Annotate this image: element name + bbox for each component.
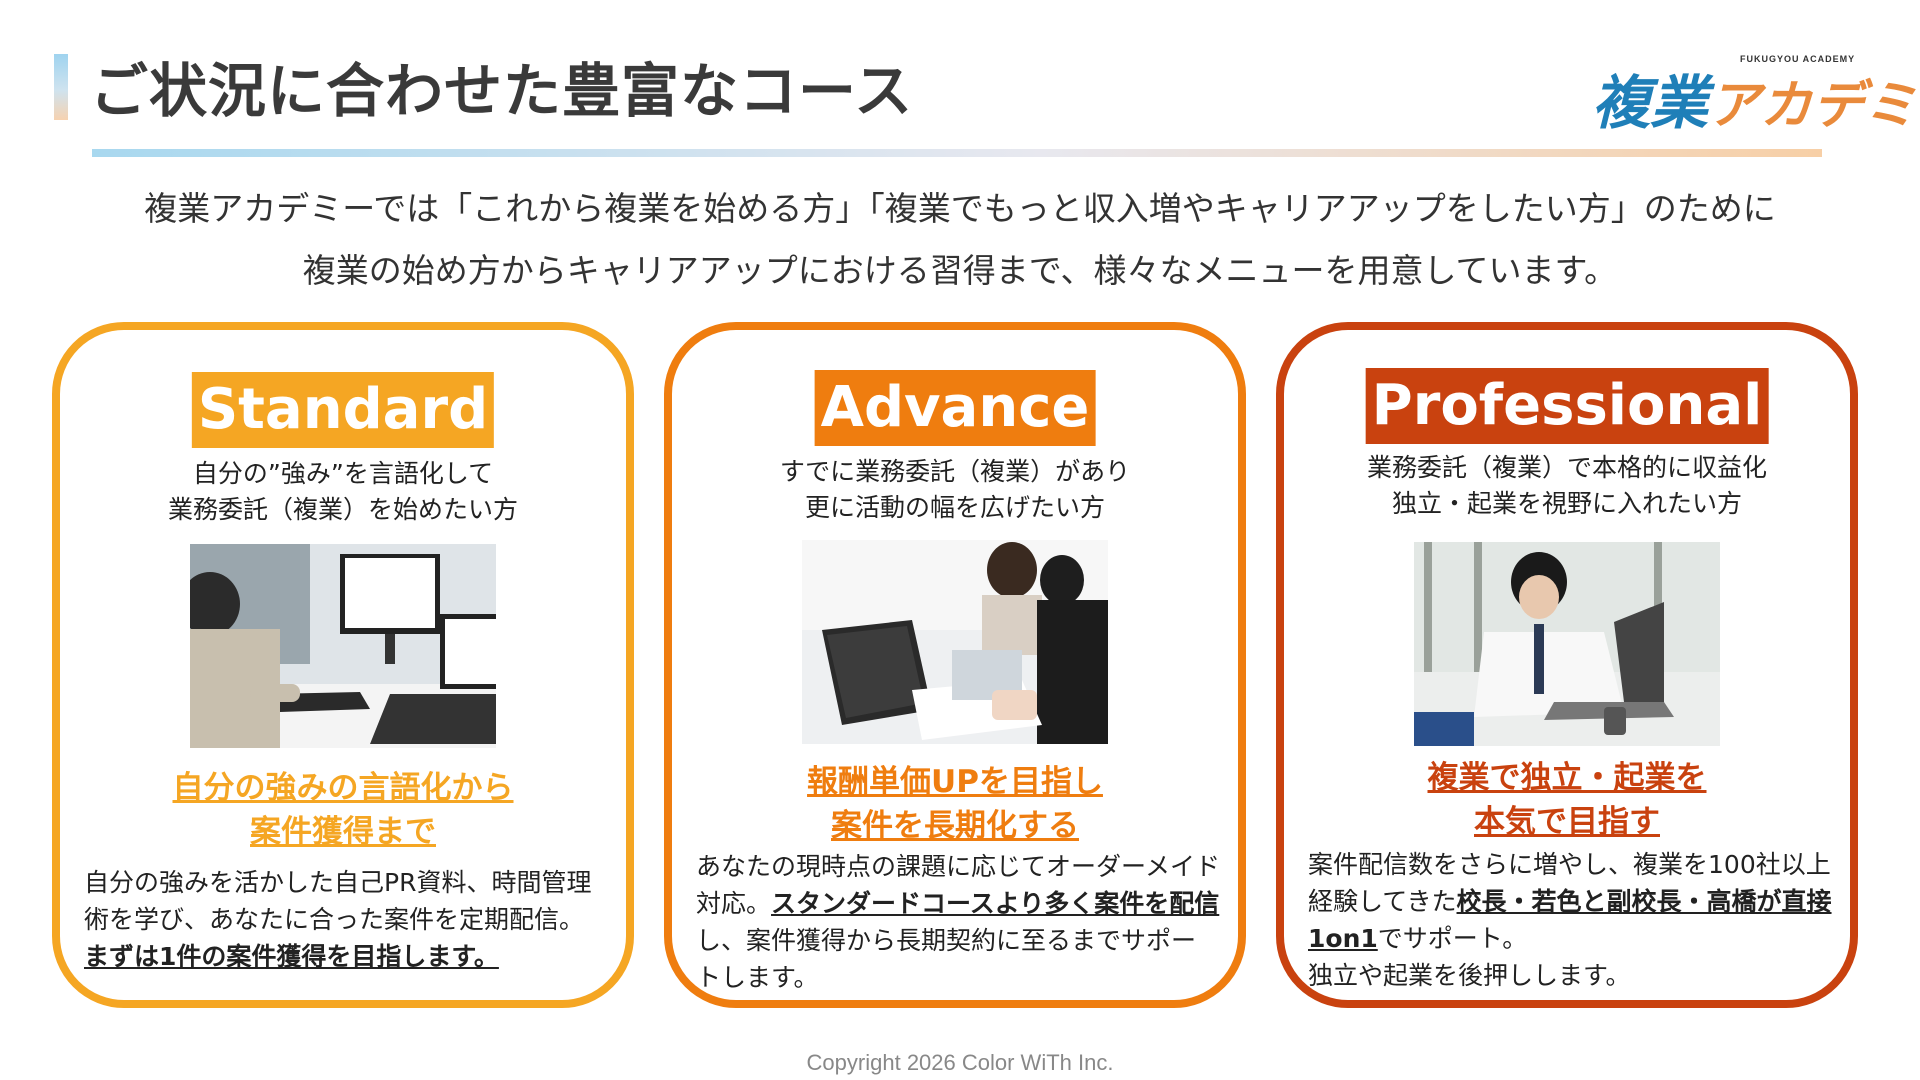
- course-headline-professional: 複業で独立・起業を 本気で目指す: [1284, 756, 1850, 844]
- target-line: 業務委託（複業）で本格的に収益化: [1366, 453, 1767, 482]
- course-target-advance: すでに業務委託（複業）があり 更に活動の幅を広げたい方: [672, 454, 1238, 526]
- intro-line-2: 複業の始め方からキャリアアップにおける習得まで、様々なメニューを用意しています。: [302, 251, 1618, 290]
- course-target-standard: 自分の”強み”を言語化して 業務委託（複業）を始めたい方: [60, 456, 626, 528]
- headline-line: 報酬単価UPを目指し: [807, 764, 1103, 800]
- business-meeting-photo: [802, 540, 1108, 744]
- desc-text: あなたの現時点の課題に応じてオーダーメイド対応。: [696, 852, 1221, 918]
- page-title: ご状況に合わせた豊富なコース: [90, 57, 914, 125]
- logo-wordmark: 複業アカデミー: [1592, 56, 1920, 140]
- course-description-standard: 自分の強みを活かした自己PR資料、時間管理術を学び、あなたに合った案件を定期配信…: [84, 864, 608, 975]
- course-headline-standard: 自分の強みの言語化から 案件獲得まで: [60, 766, 626, 854]
- headline-line: 複業で独立・起業を: [1427, 760, 1707, 796]
- course-description-professional: 案件配信数をさらに増やし、複業を100社以上経験してきた校長・若色と副校長・高橋…: [1308, 846, 1832, 994]
- desc-text: し、案件獲得から長期契約に至るまでサポートします。: [696, 926, 1197, 992]
- course-badge-professional: Professional: [1365, 368, 1769, 444]
- desc-text: 案件配信数をさらに増やし、複業を100社以上経験してきた: [1308, 850, 1831, 916]
- target-line: 独立・起業を視野に入れたい方: [1391, 489, 1742, 518]
- logo-subtitle: FUKUGYOU ACADEMY: [1740, 54, 1856, 64]
- logo-wordmark-part2: アカデミー: [1708, 76, 1920, 136]
- header-divider: [92, 149, 1822, 157]
- course-target-professional: 業務委託（複業）で本格的に収益化 独立・起業を視野に入れたい方: [1284, 450, 1850, 522]
- target-line: 自分の”強み”を言語化して: [192, 459, 494, 488]
- desc-text: 独立や起業を後押しします。: [1308, 961, 1631, 990]
- desc-emphasis: 校長・若色と副校長・高橋が直接1on1: [1308, 887, 1832, 953]
- target-line: 業務委託（複業）を始めたい方: [167, 495, 518, 524]
- desc-text: 自分の強みを活かした自己PR資料、時間管理術を学び、あなたに合った案件を定期配信…: [84, 868, 592, 934]
- logo-wordmark-part1: 複業: [1592, 69, 1709, 137]
- copyright-footer: Copyright 2026 Color WiTh Inc.: [806, 1050, 1114, 1075]
- title-accent-bar: [54, 54, 68, 120]
- course-badge-advance: Advance: [814, 370, 1096, 446]
- course-card-professional: Professional 業務委託（複業）で本格的に収益化 独立・起業を視野に入…: [1276, 322, 1858, 1008]
- target-line: 更に活動の幅を広げたい方: [804, 493, 1105, 522]
- intro-text: 複業アカデミーでは「これから複業を始める方」「複業でもっと収入増やキャリアアップ…: [60, 178, 1860, 302]
- course-badge-standard: Standard: [191, 372, 495, 448]
- person-at-desktop-photo: [190, 544, 496, 748]
- intro-line-1: 複業アカデミーでは「これから複業を始める方」「複業でもっと収入増やキャリアアップ…: [144, 189, 1776, 228]
- desc-text: でサポート。: [1377, 924, 1528, 953]
- man-with-laptop-photo: [1414, 542, 1720, 746]
- course-description-advance: あなたの現時点の課題に応じてオーダーメイド対応。スタンダードコースより多く案件を…: [696, 848, 1220, 996]
- course-card-advance: Advance すでに業務委託（複業）があり 更に活動の幅を広げたい方 報酬単価…: [664, 322, 1246, 1008]
- desc-emphasis: まずは1件の案件獲得を目指します。: [84, 942, 499, 971]
- course-headline-advance: 報酬単価UPを目指し 案件を長期化する: [672, 760, 1238, 848]
- headline-line: 案件を長期化する: [831, 808, 1079, 844]
- headline-line: 本気で目指す: [1474, 804, 1660, 840]
- headline-line: 案件獲得まで: [250, 814, 436, 850]
- desc-emphasis: スタンダードコースより多く案件を配信: [771, 889, 1220, 918]
- target-line: すでに業務委託（複業）があり: [779, 457, 1131, 486]
- headline-line: 自分の強みの言語化から: [172, 770, 514, 806]
- course-card-standard: Standard 自分の”強み”を言語化して 業務委託（複業）を始めたい方 自分…: [52, 322, 634, 1008]
